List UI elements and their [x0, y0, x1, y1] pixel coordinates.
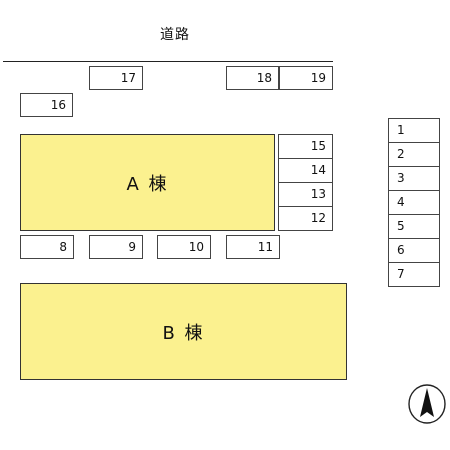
parking-slot-7: 7 [388, 262, 440, 287]
building-a: A 棟 [20, 134, 275, 231]
parking-slot-13: 13 [278, 182, 333, 207]
parking-slot-17: 17 [89, 66, 143, 90]
parking-slot-10: 10 [157, 235, 211, 259]
parking-slot-19: 19 [279, 66, 333, 90]
parking-slot-16: 16 [20, 93, 73, 117]
building-b-label: B 棟 [162, 322, 205, 344]
parking-slot-14: 14 [278, 158, 333, 183]
parking-slot-8: 8 [20, 235, 74, 259]
parking-slot-12: 12 [278, 206, 333, 231]
parking-slot-6: 6 [388, 238, 440, 263]
parking-slot-3: 3 [388, 166, 440, 191]
parking-slot-11: 11 [226, 235, 280, 259]
parking-slot-4: 4 [388, 190, 440, 215]
parking-slot-5: 5 [388, 214, 440, 239]
building-b: B 棟 [20, 283, 347, 380]
north-arrow-icon [408, 384, 446, 424]
parking-slot-9: 9 [89, 235, 143, 259]
parking-slot-15: 15 [278, 134, 333, 159]
parking-slot-18: 18 [226, 66, 279, 90]
road-line [3, 61, 333, 62]
building-a-label: A 棟 [126, 173, 169, 195]
parking-slot-2: 2 [388, 142, 440, 167]
road-label: 道路 [160, 27, 190, 43]
parking-slot-1: 1 [388, 118, 440, 143]
